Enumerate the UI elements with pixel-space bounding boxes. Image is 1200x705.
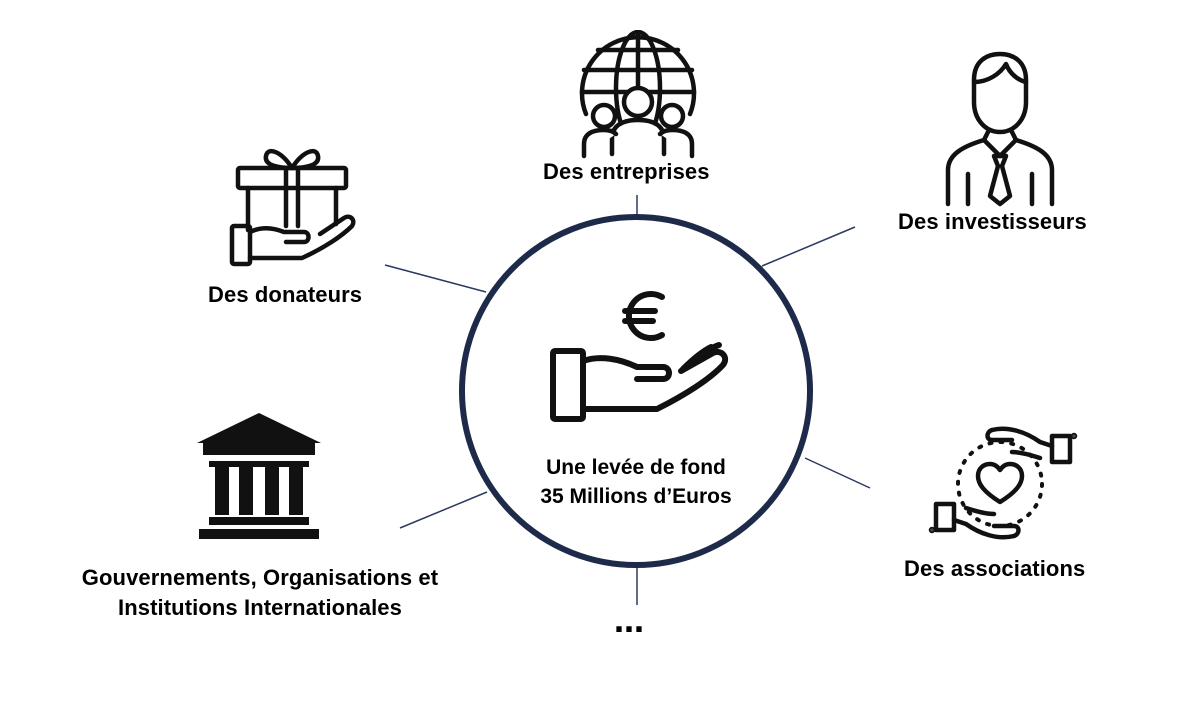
label-donateurs: Des donateurs xyxy=(208,282,363,307)
connector-associations xyxy=(804,457,871,489)
label-gouvernements-line-1: Gouvernements, Organisations et xyxy=(81,565,439,590)
connector-gouvernements xyxy=(399,491,488,529)
connector-donateurs xyxy=(384,264,487,293)
label-entreprises: Des entreprises xyxy=(543,159,710,184)
businessman-icon xyxy=(945,51,1055,207)
more-ellipsis: … xyxy=(614,605,646,640)
label-investisseurs: Des investisseurs xyxy=(898,209,1087,234)
central-circle xyxy=(459,214,813,568)
center-line-1: Une levée de fond xyxy=(546,456,726,479)
center-text: Une levée de fond 35 Millions d’Euros xyxy=(486,453,786,511)
label-gouvernements-line-2: Institutions Internationales xyxy=(118,595,402,620)
gift-hand-icon xyxy=(229,148,356,267)
euro-hand-icon xyxy=(550,291,729,422)
connector-investisseurs xyxy=(761,226,856,267)
institution-icon xyxy=(197,413,321,539)
center-line-2: 35 Millions d’Euros xyxy=(540,485,732,508)
globe-people-icon xyxy=(579,30,697,159)
label-associations: Des associations xyxy=(904,556,1086,581)
label-gouvernements: Gouvernements, Organisations et Institut… xyxy=(40,563,480,623)
hands-heart-icon xyxy=(928,426,1078,540)
